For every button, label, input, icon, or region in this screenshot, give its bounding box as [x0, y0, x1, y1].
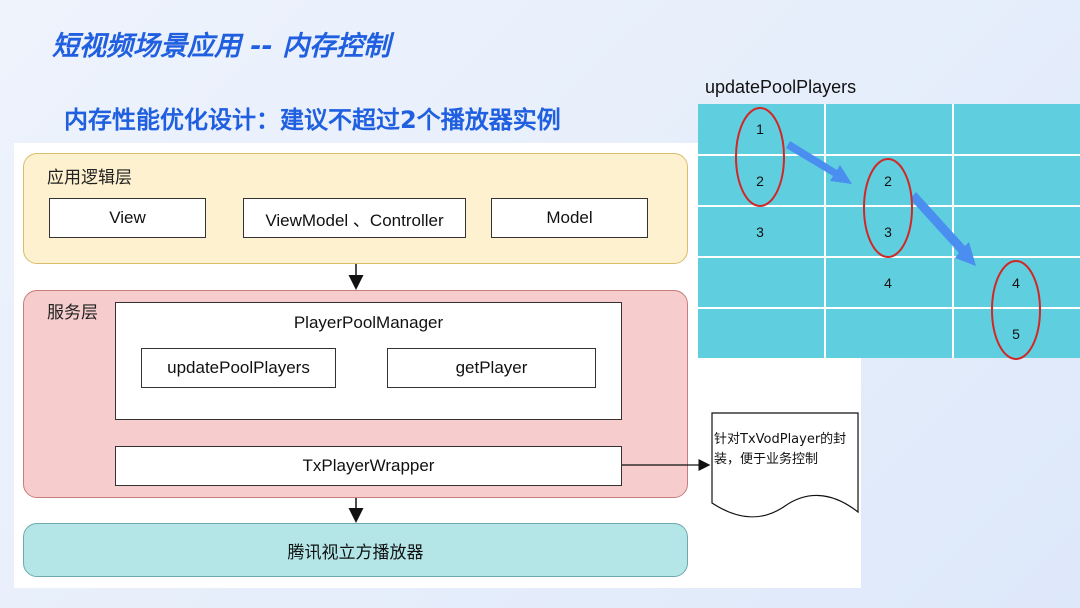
grid-num-col2-2: 3 — [884, 224, 892, 240]
wrapper-note-text: 针对TxVodPlayer的封装，便于业务控制 — [714, 432, 847, 467]
sdk-player-label: 腾讯视立方播放器 — [287, 542, 424, 563]
grid-num-col1-2: 2 — [756, 173, 764, 189]
slide-title: 短视频场景应用 -- 内存控制 — [52, 31, 391, 62]
tx-player-wrapper-box: TxPlayerWrapper — [115, 446, 622, 486]
sdk-player-layer — [23, 523, 688, 577]
pool-grid-title: updatePoolPlayers — [705, 77, 857, 97]
update-pool-players-box: updatePoolPlayers — [141, 348, 336, 388]
service-layer-label: 服务层 — [47, 303, 98, 323]
app-layer-label: 应用逻辑层 — [47, 168, 132, 188]
model-box: Model — [491, 198, 648, 238]
active-player-circles — [735, 107, 1041, 360]
pool-grid-numbers: 1 2 3 2 3 4 4 5 — [756, 121, 1020, 342]
grid-num-col1-3: 3 — [756, 224, 764, 240]
grid-num-col2-3: 4 — [884, 275, 892, 291]
get-player-box: getPlayer — [387, 348, 596, 388]
grid-num-col1-1: 1 — [756, 121, 764, 137]
view-box: View — [49, 198, 206, 238]
slide-subtitle: 内存性能优化设计：建议不超过2个播放器实例 — [64, 106, 561, 134]
grid-num-col3-2: 5 — [1012, 326, 1020, 342]
grid-num-col2-1: 2 — [884, 173, 892, 189]
note-document-shape — [711, 412, 859, 518]
player-pool-manager-title: PlayerPoolManager — [293, 313, 444, 332]
pool-shift-arrows — [786, 141, 976, 266]
grid-num-col3-1: 4 — [1012, 275, 1020, 291]
viewmodel-controller-box: ViewModel 、Controller — [243, 198, 466, 238]
pool-grid — [698, 104, 1080, 358]
